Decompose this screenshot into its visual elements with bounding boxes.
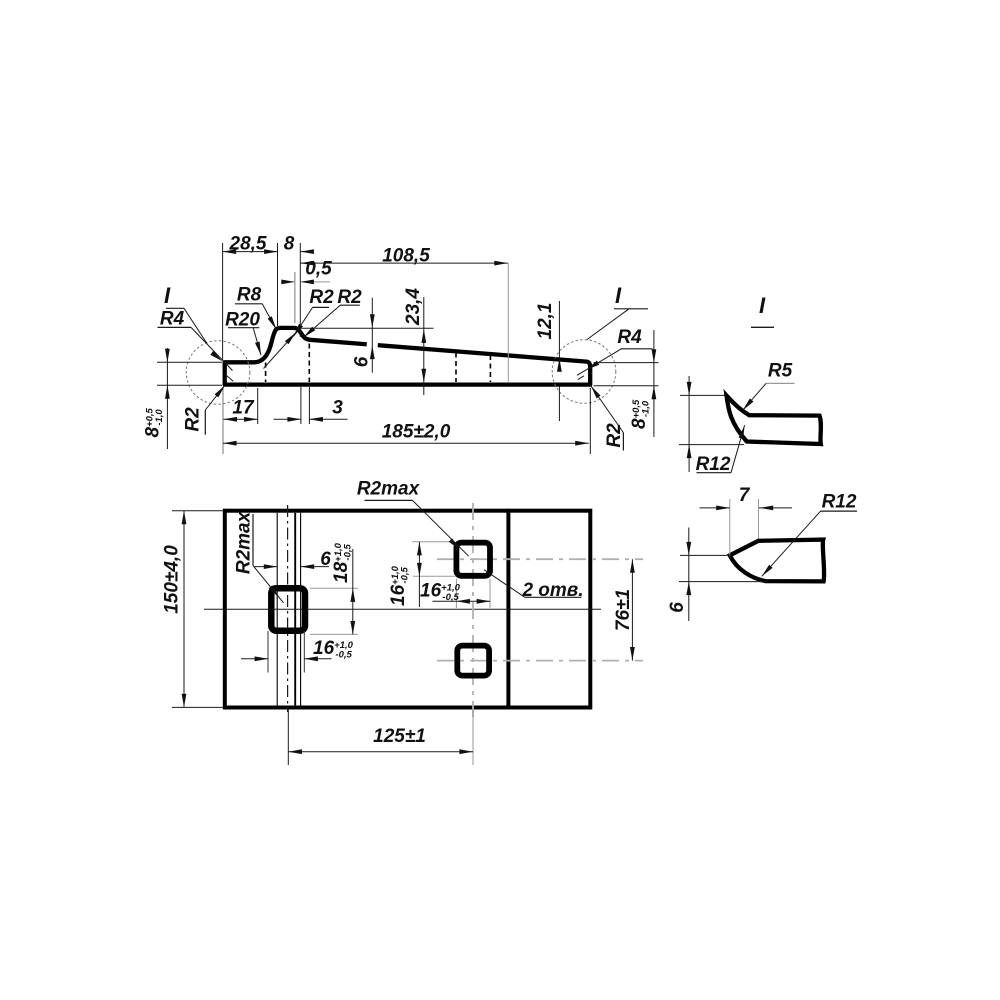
svg-text:I: I [164, 283, 171, 308]
svg-text:R12: R12 [822, 492, 857, 513]
svg-text:R2: R2 [604, 423, 625, 448]
svg-text:16+1,0-0,5: 16+1,0-0,5 [420, 581, 461, 604]
svg-text:R2: R2 [183, 407, 204, 432]
svg-text:17: 17 [232, 398, 255, 419]
svg-text:125±1: 125±1 [373, 726, 426, 747]
svg-text:R20: R20 [225, 310, 260, 331]
svg-text:R4: R4 [160, 309, 185, 330]
svg-text:8+0,5-1,0: 8+0,5-1,0 [629, 399, 652, 429]
svg-text:7: 7 [739, 485, 751, 506]
svg-text:8: 8 [284, 234, 295, 255]
svg-text:R2max: R2max [234, 510, 255, 574]
svg-text:8+0,5-1,0: 8+0,5-1,0 [143, 407, 166, 437]
svg-text:16+1,0-0,5: 16+1,0-0,5 [388, 565, 411, 606]
svg-text:2 отв.: 2 отв. [521, 580, 583, 601]
svg-text:108,5: 108,5 [382, 246, 430, 267]
svg-text:R2: R2 [309, 287, 334, 308]
svg-text:18+1,0-0,5: 18+1,0-0,5 [331, 542, 354, 583]
svg-text:R2: R2 [337, 287, 362, 308]
svg-text:I: I [615, 283, 622, 308]
svg-text:R12: R12 [696, 454, 731, 475]
svg-text:6: 6 [352, 356, 373, 367]
svg-text:23,4: 23,4 [403, 288, 424, 326]
svg-text:6: 6 [667, 602, 688, 613]
svg-text:6: 6 [320, 549, 331, 570]
svg-text:16+1,0-0,5: 16+1,0-0,5 [313, 638, 354, 661]
svg-text:76±1: 76±1 [613, 589, 634, 631]
svg-text:R8: R8 [237, 284, 262, 305]
svg-text:I: I [759, 293, 766, 318]
svg-text:R4: R4 [617, 327, 642, 348]
svg-text:0,5: 0,5 [305, 259, 332, 280]
svg-text:R5: R5 [768, 361, 793, 382]
svg-text:185±2,0: 185±2,0 [382, 422, 451, 443]
svg-text:150±4,0: 150±4,0 [162, 545, 183, 614]
svg-text:3: 3 [332, 398, 343, 419]
svg-text:28,5: 28,5 [229, 234, 267, 255]
svg-text:12,1: 12,1 [535, 303, 556, 340]
svg-text:R2max: R2max [357, 479, 421, 500]
